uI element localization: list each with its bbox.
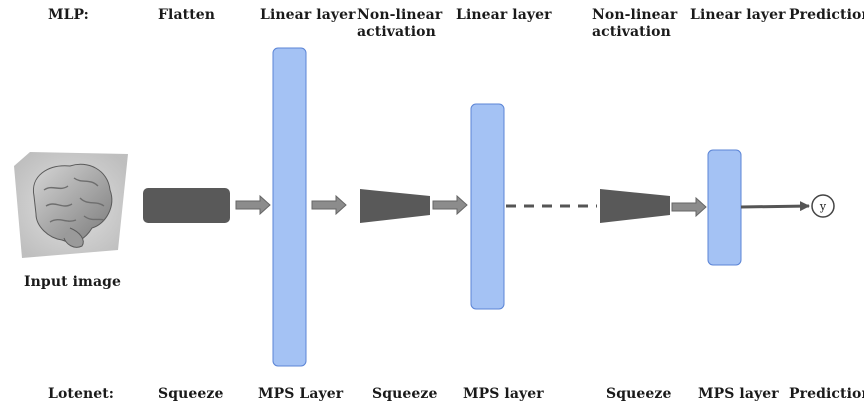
- linear-layer-2-block: [470, 103, 505, 310]
- lotenet-mps-layer-3-label: MPS layer: [698, 386, 779, 402]
- input-image-caption: Input image: [24, 274, 122, 290]
- mlp-prediction-label: Prediction: [789, 7, 864, 23]
- mlp-nonlinear-2-label: Non-linear activation: [592, 7, 678, 40]
- brain-mri-icon: [14, 152, 128, 258]
- lotenet-prediction-label: Prediction: [789, 386, 864, 402]
- lotenet-squeeze-3-label: Squeeze: [606, 386, 672, 402]
- nonlinear-activation-1-block: [360, 189, 430, 223]
- arrow-icon: [432, 194, 468, 216]
- linear-layer-3-block: [707, 149, 742, 266]
- lotenet-squeeze-1-label: Squeeze: [158, 386, 224, 402]
- prediction-symbol: y: [819, 200, 827, 213]
- nonlinear-activation-2-block: [600, 189, 670, 223]
- output-arrow: [740, 201, 810, 212]
- arrow-icon: [311, 194, 347, 216]
- mlp-linear-layer-1-label: Linear layer: [260, 7, 356, 23]
- lotenet-mps-layer-2-label: MPS layer: [463, 386, 544, 402]
- arrow-icon: [671, 196, 707, 218]
- mlp-linear-layer-2-label: Linear layer: [456, 7, 552, 23]
- mlp-nonlinear-1-label: Non-linear activation: [357, 7, 443, 40]
- flatten-block: [143, 188, 230, 223]
- lotenet-row-label: Lotenet:: [48, 386, 115, 402]
- mlp-linear-layer-3-label: Linear layer: [690, 7, 786, 23]
- mlp-flatten-label: Flatten: [158, 7, 216, 23]
- lotenet-squeeze-2-label: Squeeze: [372, 386, 438, 402]
- mlp-row-label: MLP:: [48, 7, 89, 23]
- linear-layer-1-block: [272, 47, 307, 367]
- prediction-node: [811, 194, 835, 218]
- lotenet-mps-layer-1-label: MPS Layer: [258, 386, 344, 402]
- arrow-icon: [235, 194, 271, 216]
